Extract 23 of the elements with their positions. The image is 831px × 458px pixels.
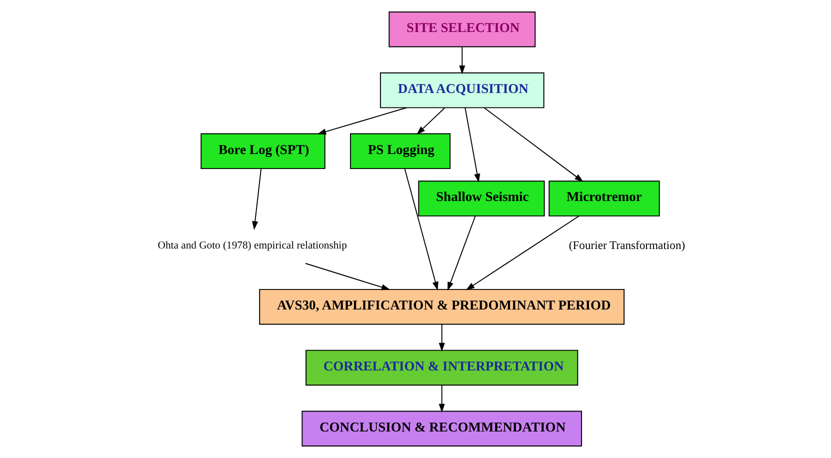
arrow	[416, 108, 446, 135]
node-box: Microtremor	[548, 180, 660, 216]
arrow	[404, 168, 438, 290]
node-box: CONCLUSION & RECOMMENDATION	[302, 410, 582, 447]
node-box: DATA ACQUISITION	[380, 72, 544, 108]
arrow	[317, 107, 407, 135]
arrow	[438, 324, 445, 352]
arrow	[304, 262, 390, 290]
arrow	[447, 216, 476, 291]
arrow	[438, 384, 445, 413]
node-box: PS Logging	[350, 133, 451, 170]
node-box: SITE SELECTION	[388, 11, 536, 48]
arrow	[252, 168, 262, 230]
arrow	[484, 107, 584, 182]
node-box: CORRELATION & INTERPRETATION	[306, 350, 578, 386]
node-box: Bore Log (SPT)	[200, 133, 326, 170]
arrow	[466, 216, 580, 290]
node-box: Shallow Seismic	[418, 180, 545, 216]
node-text: Ohta and Goto (1978) empirical relationship	[158, 240, 347, 252]
edge-label: (Fourier Transformation)	[568, 238, 686, 252]
arrow	[459, 46, 466, 74]
node-box: AVS30, AMPLIFICATION & PREDOMINANT PERIOD	[259, 288, 625, 325]
arrow	[464, 107, 480, 183]
